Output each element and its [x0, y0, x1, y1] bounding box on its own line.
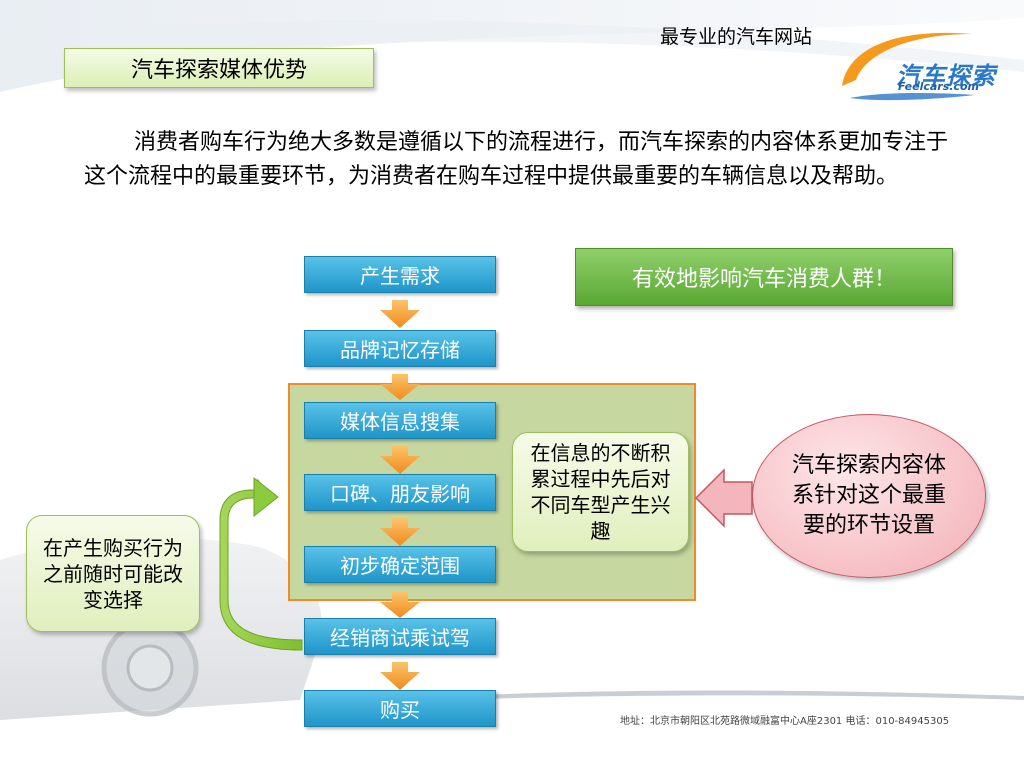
flow-step-shortlist: 初步确定范围: [304, 546, 496, 583]
brand-logo-text: 汽车探索: [896, 62, 996, 90]
flow-step-brand-memory: 品牌记忆存储: [304, 330, 496, 367]
flow-step-demand: 产生需求: [304, 256, 496, 293]
callout-content-focus: 汽车探索内容体系针对这个最重要的环节设置: [752, 414, 986, 578]
intro-paragraph: 消费者购车行为绝大多数是遵循以下的流程进行，而汽车探索的内容体系更加专注于这个流…: [84, 130, 949, 189]
slogan-banner: 有效地影响汽车消费人群！: [575, 248, 953, 306]
site-tagline: 最专业的汽车网站: [660, 26, 813, 48]
page-title: 汽车探索媒体优势: [64, 48, 374, 88]
flow-step-word-of-mouth: 口碑、朋友影响: [304, 474, 496, 511]
callout-interest: 在信息的不断积累过程中先后对不同车型产生兴趣: [512, 432, 689, 552]
brand-logo-subtext: Feelcars.com: [898, 80, 979, 93]
flow-step-purchase: 购买: [304, 690, 496, 727]
footer-address: 地址：北京市朝阳区北苑路微域融富中心A座2301 电话：010-84945305: [620, 716, 950, 727]
flow-step-test-drive: 经销商试乘试驾: [304, 618, 496, 655]
callout-change-choice: 在产生购买行为之前随时可能改变选择: [26, 515, 200, 632]
flow-step-media-info: 媒体信息搜集: [304, 402, 496, 439]
